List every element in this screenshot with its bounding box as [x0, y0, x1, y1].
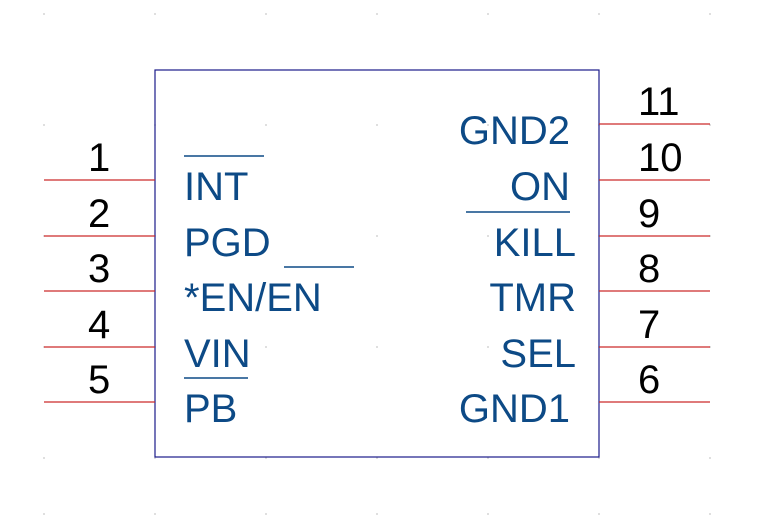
grid-dot	[598, 513, 600, 515]
pin-number-3: 3	[88, 247, 110, 291]
grid-dot	[709, 513, 711, 515]
grid-dot	[376, 124, 378, 126]
grid-dot	[487, 13, 489, 15]
pin-name-gnd2: GND2	[459, 109, 570, 153]
pin-number-2: 2	[88, 192, 110, 236]
grid-dot	[43, 513, 45, 515]
pin-number-8: 8	[638, 247, 660, 291]
pin-number-10: 10	[638, 136, 683, 180]
pin-number-5: 5	[88, 358, 110, 402]
pin-name-sel: SEL	[500, 332, 576, 376]
component-body	[154, 69, 600, 458]
grid-dot	[154, 13, 156, 15]
grid-dot	[376, 13, 378, 15]
pin-name-en: *EN/EN	[184, 276, 322, 320]
grid-dot	[376, 235, 378, 237]
grid-dot	[709, 457, 711, 459]
grid-dot	[709, 13, 711, 15]
grid-dot	[265, 513, 267, 515]
pin-name-int: INT	[184, 165, 248, 209]
grid-dot	[265, 124, 267, 126]
pin-name-kill: KILL	[494, 221, 576, 265]
pin-name-on: ON	[510, 165, 570, 209]
pin-name-vin: VIN	[184, 332, 251, 376]
grid-dot	[487, 235, 489, 237]
grid-dot	[43, 457, 45, 459]
grid-dot	[154, 513, 156, 515]
grid-dot	[487, 513, 489, 515]
grid-dot	[487, 346, 489, 348]
grid-dot	[487, 124, 489, 126]
grid-dot	[265, 13, 267, 15]
pin-number-6: 6	[638, 358, 660, 402]
grid-dot	[43, 13, 45, 15]
pin-name-pgd: PGD	[184, 221, 271, 265]
pin-number-1: 1	[88, 136, 110, 180]
grid-dots	[43, 13, 711, 515]
pin-name-tmr: TMR	[489, 276, 576, 320]
grid-dot	[265, 235, 267, 237]
pin-name-pb: PB	[184, 387, 237, 431]
grid-dot	[376, 346, 378, 348]
pin-number-11: 11	[638, 80, 680, 124]
grid-dot	[265, 346, 267, 348]
pin-name-gnd1: GND1	[459, 387, 570, 431]
grid-dot	[598, 13, 600, 15]
grid-dot	[43, 124, 45, 126]
grid-dot	[376, 513, 378, 515]
pin-number-9: 9	[638, 192, 660, 236]
pin-number-7: 7	[638, 303, 660, 347]
pin-number-4: 4	[88, 303, 110, 347]
